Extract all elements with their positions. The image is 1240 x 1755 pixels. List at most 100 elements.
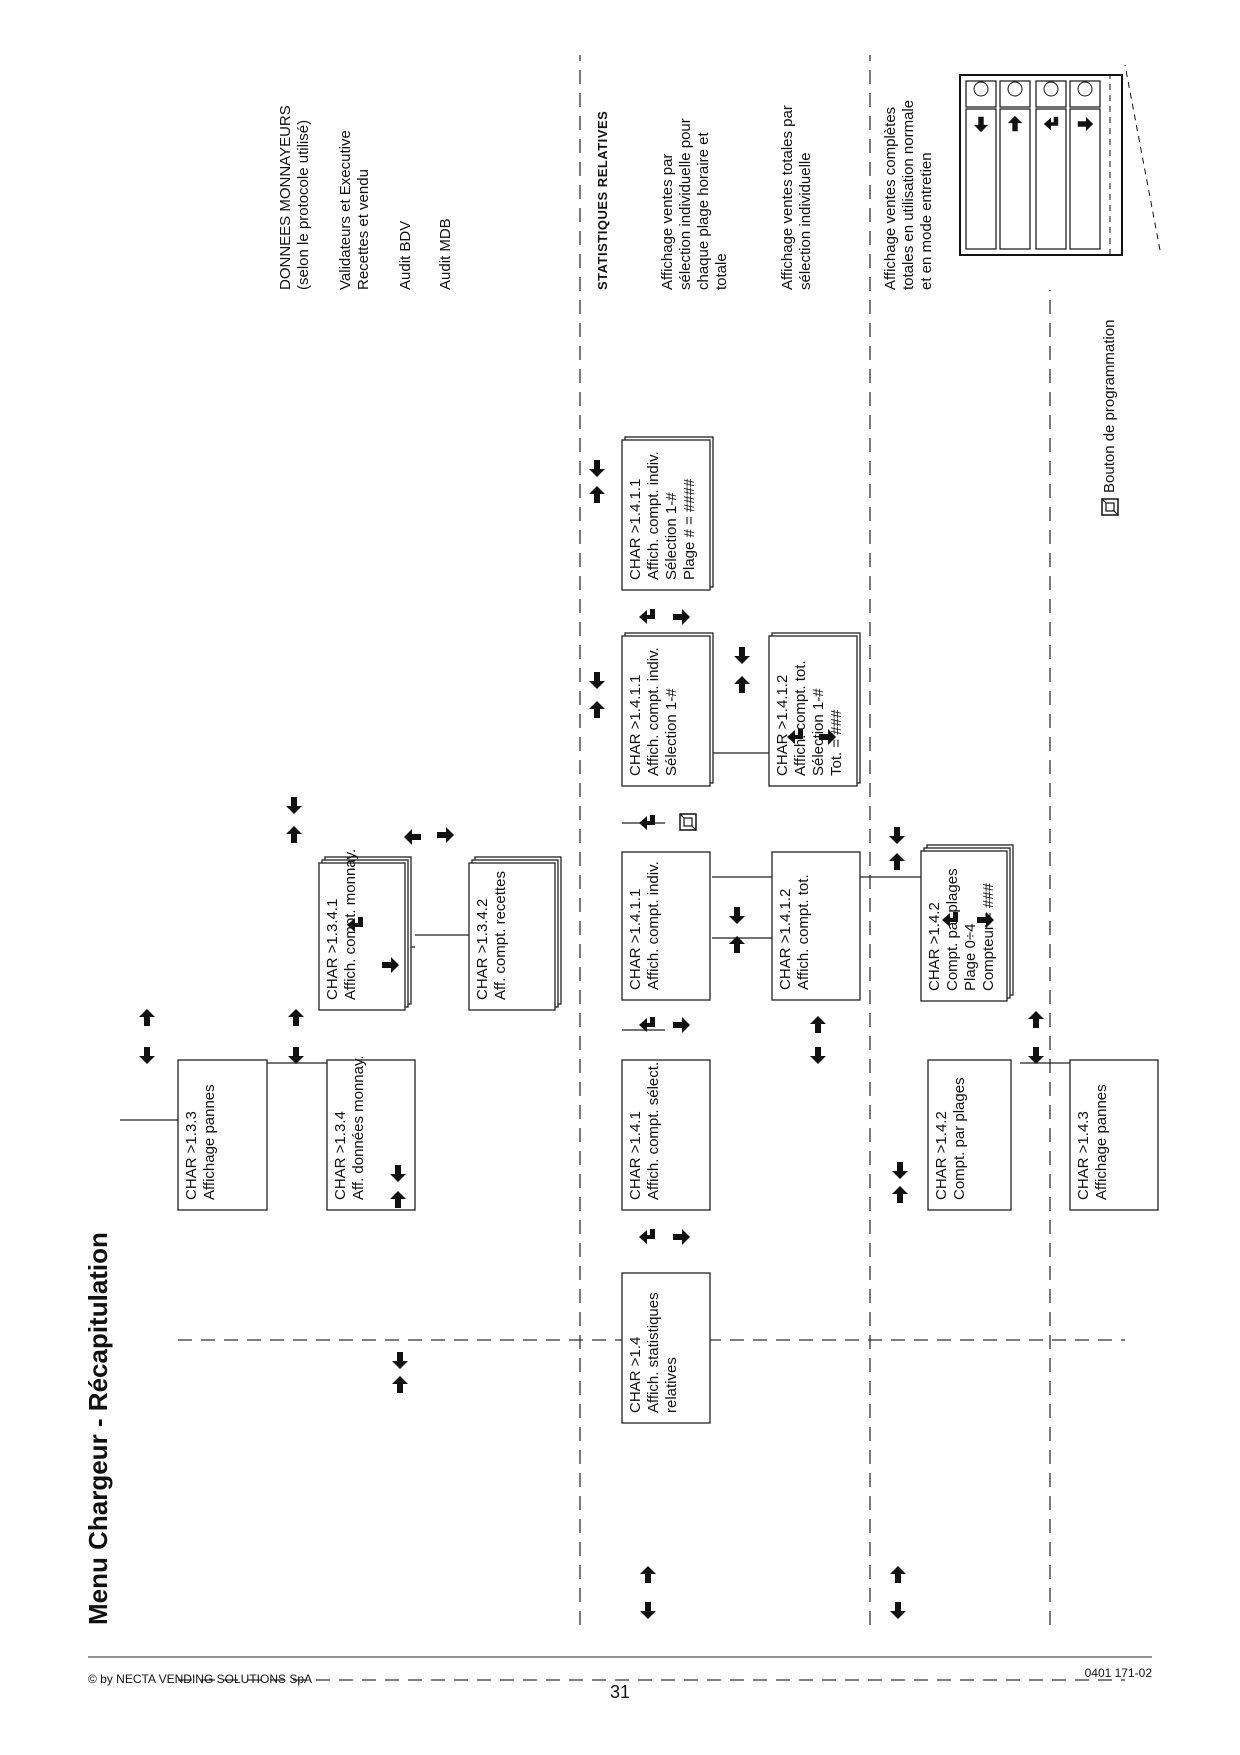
arrow-down-icon <box>673 1229 690 1245</box>
box-line: CHAR >1.4.1.1 <box>627 479 644 580</box>
arrow-down-icon <box>673 1017 690 1033</box>
arrow-right-icon <box>734 676 750 693</box>
box-line: Plage 0÷4 <box>962 924 979 991</box>
note-line: (selon le protocole utilisé) <box>295 120 312 290</box>
programming-button-icon <box>679 813 697 831</box>
arrow-right-icon <box>892 1186 908 1203</box>
rotated-diagram: Menu Chargeur - Récapitulation C <box>83 55 1161 1681</box>
note-line: chaque plage horaire et <box>695 132 712 290</box>
box-line: Affich. compt. indiv. <box>645 647 662 776</box>
box-char-1-4-1-2-selection: CHAR >1.4.1.2 Affich. compt. tot. Sélect… <box>768 632 861 787</box>
note-line: totales en utilisation normale <box>900 100 917 290</box>
box-char-1-4-1-2: CHAR >1.4.1.2 Affich. compt. tot. <box>771 851 861 1001</box>
box-line: Plage # = #### <box>681 478 698 580</box>
arrow-right-icon <box>288 1009 304 1026</box>
box-line: CHAR >1.4.1.2 <box>774 675 791 776</box>
box-line: CHAR >1.3.4.1 <box>324 899 341 1000</box>
box-line: Affich. compt. indiv. <box>645 861 662 990</box>
box-line: Affichage pannes <box>1093 1084 1110 1200</box>
note-line: Affichage ventes complètes <box>882 107 899 290</box>
arrow-right-icon <box>589 486 605 503</box>
arrow-up-icon <box>404 829 421 845</box>
box-line: Sélection 1-# <box>810 688 827 776</box>
box-line: Sélection 1-# <box>663 688 680 776</box>
arrow-down-icon <box>437 827 454 843</box>
box-char-1-4-2-plage: CHAR >1.4.2 Compt. par plages Plage 0÷4 … <box>920 844 1014 1002</box>
box-line: Tot. = ### <box>828 709 845 776</box>
arrow-right-icon <box>810 1016 826 1033</box>
key-row <box>965 80 997 250</box>
note-line: sélection individuelle <box>797 152 814 290</box>
box-line: Compt. par plages <box>944 868 961 991</box>
box-char-1-4-1-1: CHAR >1.4.1.1 Affich. compt. indiv. <box>621 851 711 1001</box>
arrow-down-icon <box>673 609 690 625</box>
page-title: Menu Chargeur - Récapitulation <box>83 1232 113 1625</box>
box-line: Affich. compt. tot. <box>792 660 809 776</box>
box-line: CHAR >1.4.2 <box>926 902 943 991</box>
arrow-left-icon <box>589 460 605 477</box>
arrow-left-icon <box>734 647 750 664</box>
keypad-illustration <box>959 64 1161 256</box>
arrow-left-icon <box>729 907 745 924</box>
note-line: Recettes et vendu <box>355 169 372 290</box>
note-line: Audit BDV <box>397 221 414 290</box>
box-char-1-4-2: CHAR >1.4.2 Compt. par plages <box>927 1059 1012 1211</box>
box-char-1-3-3: CHAR >1.3.3 Affichage pannes <box>177 1059 268 1211</box>
footer-doc-code: 0401 171-02 <box>1085 1666 1153 1680</box>
box-line: Sélection 1-# <box>663 492 680 580</box>
box-line: CHAR >1.4.3 <box>1075 1111 1092 1200</box>
box-char-1-4-1-1-selection: CHAR >1.4.1.1 Affich. compt. indiv. Séle… <box>621 632 714 787</box>
box-line: CHAR >1.3.4.2 <box>474 899 491 1000</box>
box-line: relatives <box>663 1357 680 1413</box>
arrow-right-icon <box>640 1566 656 1583</box>
arrow-left-icon <box>139 1047 155 1064</box>
box-line: Affich. compt. tot. <box>795 874 812 990</box>
key-row <box>1069 80 1101 250</box>
key-row <box>1035 80 1067 250</box>
box-char-1-4-1: CHAR >1.4.1 Affich. compt. sélect. <box>621 1059 711 1211</box>
note-line: totale <box>713 253 730 290</box>
box-line: Compt. par plages <box>951 1077 968 1200</box>
arrow-left-icon <box>288 1047 304 1064</box>
box-line: CHAR >1.4.1 <box>627 1111 644 1200</box>
arrow-left-icon <box>892 1162 908 1179</box>
box-line: Aff. données monnay. <box>350 1055 367 1200</box>
box-char-1-3-4-1: CHAR >1.3.4.1 Affich. compt. monnay. <box>318 849 412 1011</box>
note-line: Validateurs et Executive <box>337 130 354 290</box>
arrow-right-icon <box>286 826 302 843</box>
box-char-1-4-3: CHAR >1.4.3 Affichage pannes <box>1069 1059 1159 1211</box>
box-line: Affich. compt. indiv. <box>645 451 662 580</box>
arrow-right-icon <box>889 853 905 870</box>
programming-button-icon <box>1101 498 1119 516</box>
section-heading: STATISTIQUES RELATIVES <box>595 111 610 290</box>
arrow-up-return-icon <box>639 1229 655 1244</box>
key-row <box>999 80 1031 250</box>
notes-statistiques: STATISTIQUES RELATIVES Affichage ventes … <box>595 100 935 290</box>
box-line: CHAR >1.3.4 <box>332 1111 349 1200</box>
box-char-1-3-4-2: CHAR >1.3.4.2 Aff. compt. recettes <box>468 856 562 1011</box>
arrow-left-icon <box>392 1352 408 1369</box>
box-char-1-4: CHAR >1.4 Affich. statistiques relatives <box>621 1272 711 1424</box>
programming-button-legend: Bouton de programmation <box>1101 320 1119 516</box>
box-line: Affich. compt. sélect. <box>645 1062 662 1200</box>
note-line: et en mode entretien <box>918 152 935 290</box>
box-line: CHAR >1.4.2 <box>933 1111 950 1200</box>
arrow-right-icon <box>392 1376 408 1393</box>
arrow-up-return-icon <box>639 815 655 830</box>
notes-monnayeurs: DONNEES MONNAYEURS (selon le protocole u… <box>277 105 454 290</box>
arrow-left-icon <box>890 1602 906 1619</box>
box-line: CHAR >1.4.1.2 <box>777 889 794 990</box>
box-line: Affich. statistiques <box>645 1292 662 1413</box>
note-line: DONNEES MONNAYEURS <box>277 105 294 290</box>
legend-label: Bouton de programmation <box>1101 320 1118 493</box>
arrow-left-icon <box>1028 1047 1044 1064</box>
arrow-left-icon <box>889 827 905 844</box>
box-line: Compteur = ### <box>980 882 997 991</box>
box-line: Aff. compt. recettes <box>492 871 509 1000</box>
box-line: CHAR >1.4.1.1 <box>627 889 644 990</box>
arrow-right-icon <box>1028 1011 1044 1028</box>
arrow-up-return-icon <box>639 609 655 624</box>
box-line: CHAR >1.4.1.1 <box>627 675 644 776</box>
page-number: 31 <box>610 1682 630 1702</box>
box-line: CHAR >1.3.3 <box>183 1111 200 1200</box>
